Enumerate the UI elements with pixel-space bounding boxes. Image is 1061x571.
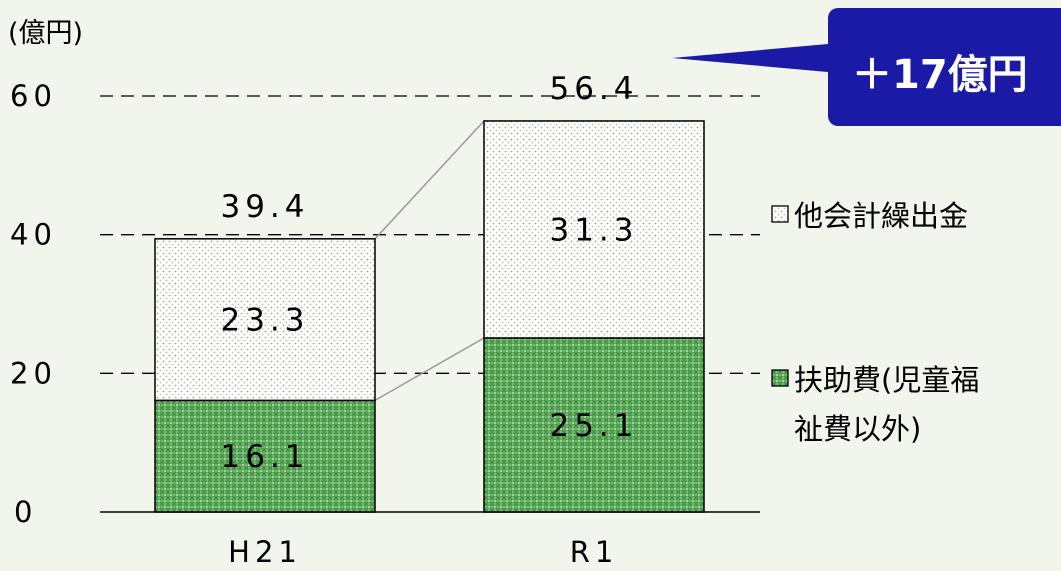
callout-text: ＋17億円 bbox=[852, 52, 1028, 98]
total-label-R1: 56.4 bbox=[549, 71, 638, 107]
callout-box bbox=[828, 8, 1061, 126]
bar-segment-R1-1 bbox=[483, 120, 705, 339]
unit-label: (億円) bbox=[8, 18, 83, 49]
legend-swatch-welfare bbox=[771, 369, 789, 387]
total-label-H21: 39.4 bbox=[220, 189, 309, 225]
legend: 他会計繰出金 扶助費(児童福 祉費以外) bbox=[771, 199, 979, 446]
value-label-R1-1: 31.3 bbox=[549, 212, 638, 248]
value-label-R1-0: 25.1 bbox=[549, 408, 638, 444]
callout-pointer bbox=[672, 42, 850, 74]
y-tick-0: 0 bbox=[14, 495, 37, 529]
legend-label-welfare-line2: 祉費以外) bbox=[794, 412, 921, 446]
value-label-H21-0: 16.1 bbox=[220, 439, 309, 475]
x-tick-R1: R1 bbox=[570, 535, 619, 569]
y-tick-60: 60 bbox=[10, 79, 57, 113]
connector-line-1 bbox=[374, 120, 485, 240]
difference-callout: ＋17億円 bbox=[672, 8, 1061, 126]
connector-line-0 bbox=[374, 337, 485, 402]
legend-label-welfare-line1: 扶助費(児童福 bbox=[794, 363, 979, 397]
y-tick-40: 40 bbox=[10, 218, 57, 252]
y-tick-20: 20 bbox=[10, 356, 57, 390]
y-axis: 0 20 40 60 bbox=[10, 79, 57, 529]
connector-lines bbox=[374, 120, 485, 402]
legend-swatch-other-transfers bbox=[771, 205, 789, 223]
value-label-H21-1: 23.3 bbox=[220, 303, 309, 339]
bar-segment-R1-0 bbox=[483, 337, 705, 513]
legend-label-other-transfers: 他会計繰出金 bbox=[794, 199, 968, 233]
bar-segment-H21-1 bbox=[154, 238, 376, 402]
x-tick-H21: H21 bbox=[228, 535, 302, 569]
bar-segment-H21-0 bbox=[154, 399, 376, 513]
bars bbox=[154, 120, 705, 513]
